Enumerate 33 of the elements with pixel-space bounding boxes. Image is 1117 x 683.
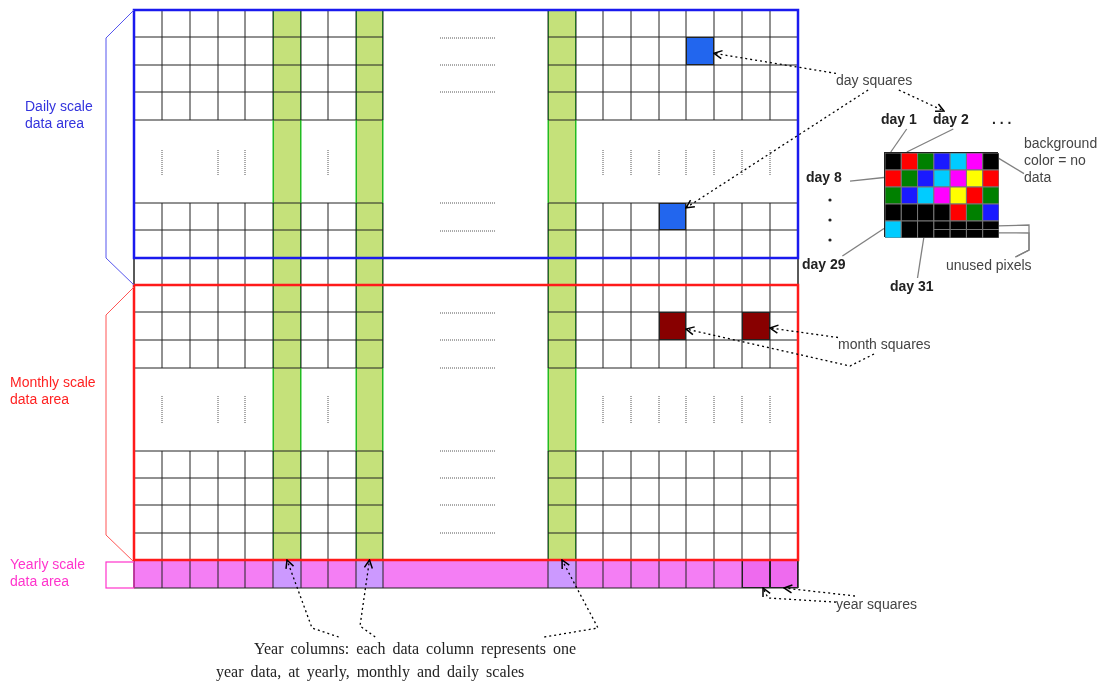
arrow <box>783 584 856 597</box>
callout-text: month squares <box>838 336 932 353</box>
leader-line <box>997 157 1025 175</box>
arrow <box>713 49 837 75</box>
arrow <box>285 559 340 638</box>
leader-line <box>841 227 885 257</box>
ellipsis-text: . . . <box>992 111 1013 128</box>
day-label: day 8 <box>806 169 843 186</box>
arrow <box>685 89 869 209</box>
arrow <box>685 326 875 367</box>
day-label: day 1 <box>881 111 918 128</box>
arrow <box>762 587 837 603</box>
arrow <box>543 559 599 638</box>
leader-line <box>916 236 925 279</box>
day-label: day 31 <box>890 278 935 295</box>
area-label: Monthly scale data area <box>10 374 97 408</box>
leader-line <box>997 232 1030 258</box>
area-label: Yearly scale data area <box>10 556 86 590</box>
arrow <box>769 324 839 339</box>
day-label: day 29 <box>802 256 847 273</box>
day-label: day 2 <box>933 111 970 128</box>
caption-text: Year columns: each data column represents one year data, at yearly, monthly and daily scales <box>216 639 578 683</box>
arrow <box>359 559 376 638</box>
note-text: unused pixels <box>946 257 1033 274</box>
callout-text: day squares <box>836 72 914 89</box>
callout-text: year squares <box>836 596 918 613</box>
note-text: background color = no data <box>1024 135 1099 186</box>
leader-line <box>849 176 885 182</box>
leader-line <box>906 128 954 153</box>
arrow <box>898 89 945 112</box>
pixel-grid <box>884 152 998 237</box>
area-label: Daily scale data area <box>25 98 94 132</box>
leader-line <box>890 128 908 153</box>
